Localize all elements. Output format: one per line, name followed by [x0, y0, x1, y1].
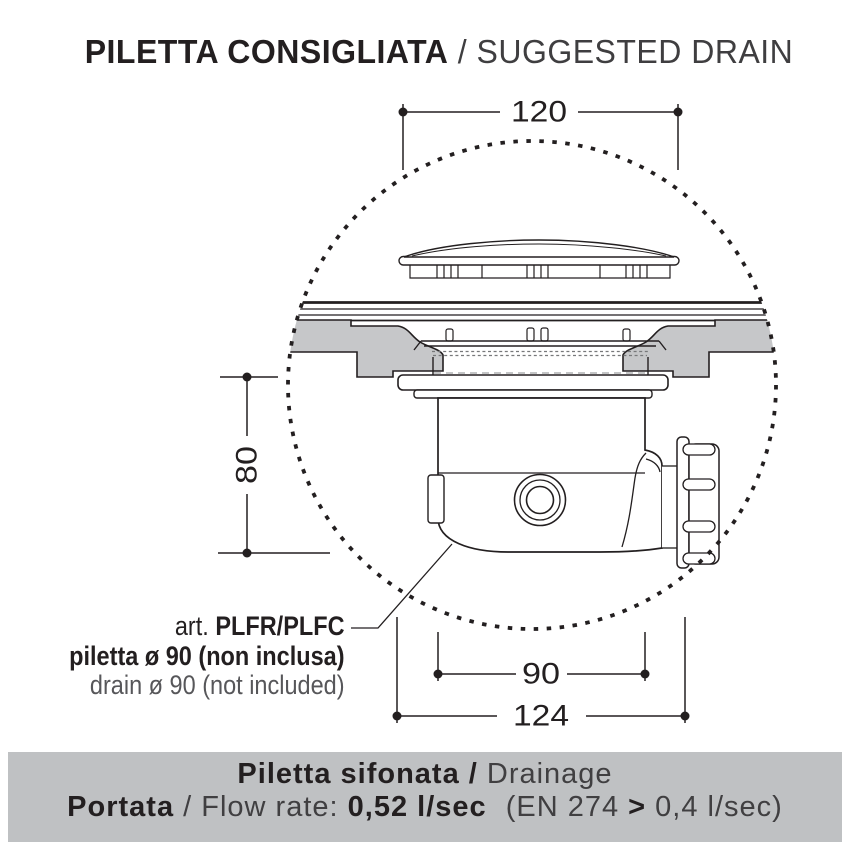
flow-rate-value: 0,52 l/sec [347, 791, 487, 823]
tray-cut-left [288, 319, 444, 378]
spec-footer: Piletta sifonata / Drainage Portata / Fl… [8, 752, 842, 842]
flow-label-en: / Flow rate: [183, 791, 339, 823]
footer-flow-rate-line: Portata / Flow rate: 0,52 l/sec (EN 274 … [8, 791, 842, 824]
dim-90-value: 90 [522, 658, 560, 691]
callout-line-english: drain ø 90 (not included) [90, 670, 346, 700]
callout-article-line: art. PLFR/PLFC [70, 611, 345, 642]
callout-leader-line [351, 543, 453, 629]
drainage-label-en: Drainage [486, 758, 613, 790]
shower-tray-section [288, 301, 776, 378]
drain-flange [397, 374, 669, 399]
outlet-ring-nut [676, 436, 720, 569]
detail-circle [286, 139, 778, 631]
dimension-overall-width: 124 [392, 617, 690, 733]
dimension-drain-hole: 90 [433, 632, 650, 691]
strainer-stack [413, 327, 667, 375]
inlet-stub [427, 474, 445, 524]
dim-120-value: 120 [511, 96, 567, 129]
drain-body [427, 397, 678, 553]
article-label: art. [175, 611, 210, 641]
drain-cap [398, 239, 680, 279]
page-title: PILETTA CONSIGLIATA / SUGGESTED DRAIN [27, 33, 850, 71]
title-italian: PILETTA CONSIGLIATA [84, 33, 449, 70]
footer-drainage-line: Piletta sifonata / Drainage [8, 758, 842, 791]
part-callout: art. PLFR/PLFC piletta ø 90 (non inclusa… [69, 611, 346, 701]
cap-skirt-slots [409, 265, 671, 279]
dim-80-value: 80 [231, 446, 264, 484]
dimension-top-width: 120 [398, 96, 683, 170]
greater-than-sign: > [628, 791, 647, 823]
drainage-label-it: Piletta sifonata / [237, 758, 478, 790]
flow-label-it: Portata [67, 791, 175, 823]
title-english: / SUGGESTED DRAIN [457, 33, 794, 70]
inspection-knob [513, 473, 567, 527]
article-code: PLFR/PLFC [215, 611, 345, 641]
dimension-body-height: 80 [218, 372, 330, 558]
tray-cut-right [622, 319, 776, 378]
callout-line-italian: piletta ø 90 (non inclusa) [69, 640, 345, 671]
flow-spec-close: 0,4 l/sec) [655, 791, 783, 823]
dim-124-value: 124 [513, 700, 569, 733]
flow-spec-open: (EN 274 [505, 791, 620, 823]
